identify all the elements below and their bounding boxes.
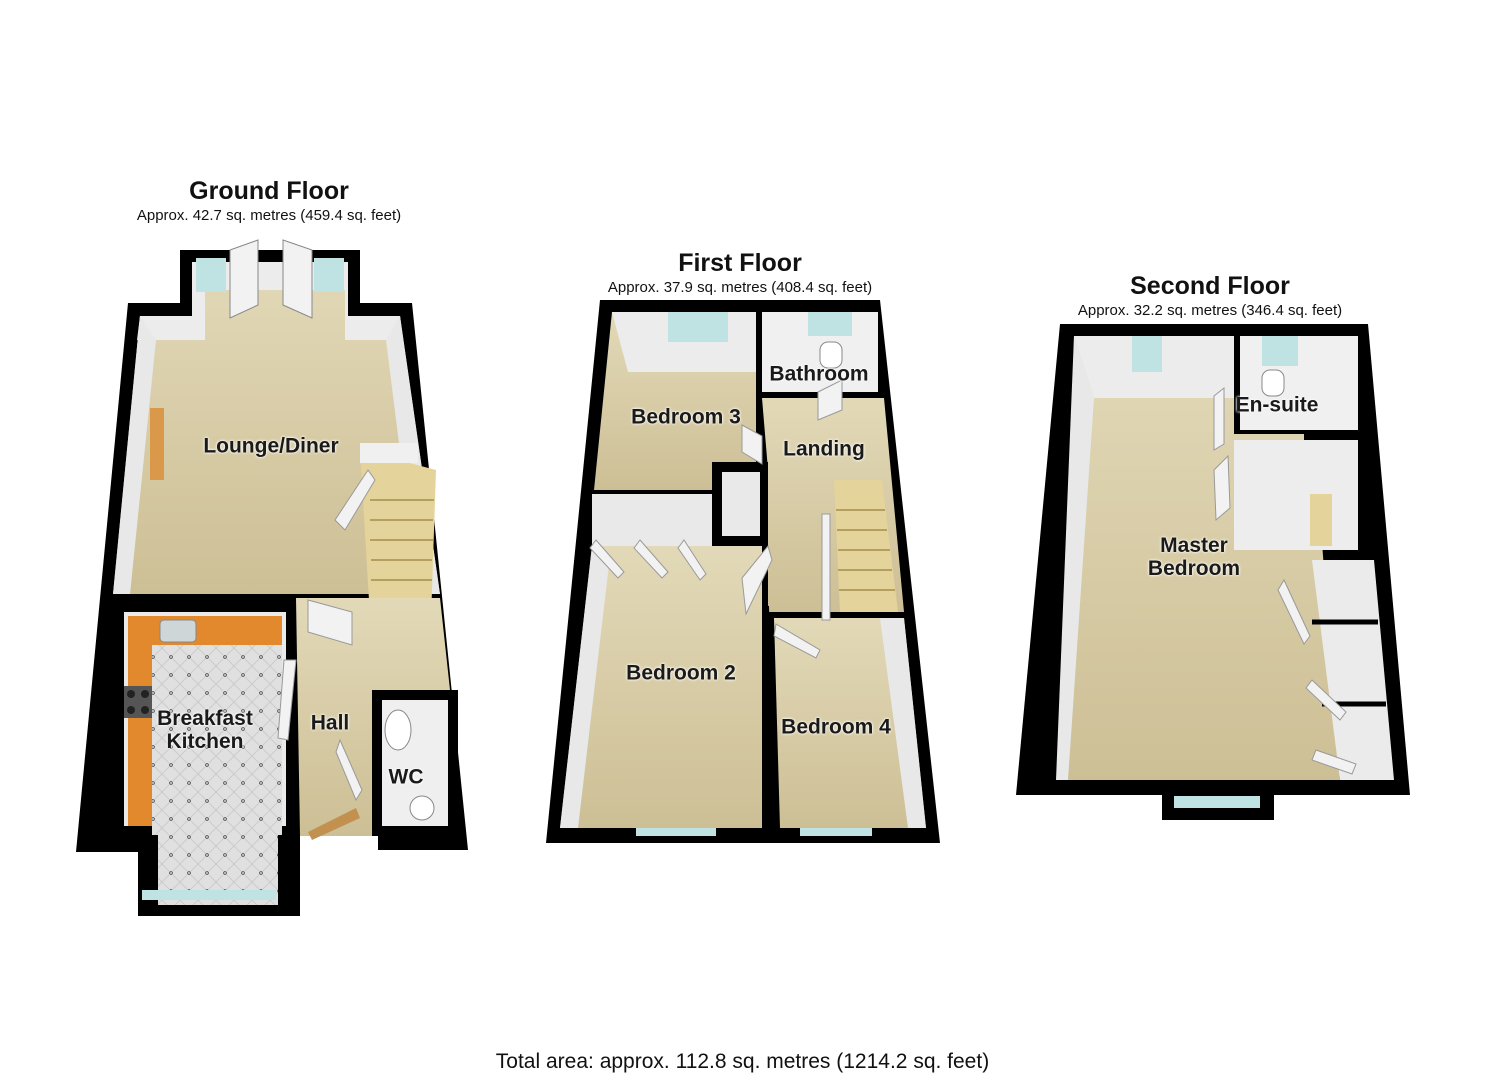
second-floor-area: Approx. 32.2 sq. metres (346.4 sq. feet) <box>1077 302 1343 319</box>
bedroom-partition <box>763 605 775 831</box>
first-floor-title: First Floor <box>678 249 802 277</box>
french-door-right <box>282 239 313 319</box>
landing-cupboard <box>722 472 760 536</box>
master-left-wall <box>1056 336 1094 780</box>
master-window-top <box>1132 336 1162 372</box>
wc-toilet <box>384 709 412 751</box>
front-door <box>308 808 360 840</box>
ensuite-room <box>1240 336 1358 430</box>
bathroom-window <box>808 312 852 336</box>
wc-label: WC <box>388 765 424 789</box>
lounge-side-unit <box>150 408 164 480</box>
bedroom4-window <box>800 828 872 836</box>
bathroom-label: Bathroom <box>769 362 869 386</box>
ground-floor-plan <box>76 239 468 916</box>
master-window-bottom <box>1174 796 1260 808</box>
kitchen-door <box>277 659 297 741</box>
ensuite-window <box>1262 336 1298 366</box>
kitchen-sink <box>159 619 197 643</box>
first-floor-doors <box>589 379 843 659</box>
bedroom3-label: Bedroom 3 <box>631 405 741 429</box>
second-stairs-top <box>1310 494 1332 546</box>
wc-basin <box>409 795 435 821</box>
master-bedroom-label: Master Bedroom <box>1147 534 1241 580</box>
first-stairs <box>834 480 898 612</box>
bedroom2-floor <box>560 546 762 828</box>
kitchen-window <box>142 890 276 900</box>
hall-cupboard-door <box>307 599 353 646</box>
total-area: Total area: approx. 112.8 sq. metres (12… <box>495 1050 990 1073</box>
second-floor-plan <box>1016 324 1410 820</box>
second-landing-cupboard <box>1234 440 1358 550</box>
landing-label: Landing <box>783 437 865 461</box>
kitchen-worktop <box>128 616 282 826</box>
lounge-floor <box>113 262 440 594</box>
lounge-door <box>334 469 376 531</box>
bedroom2-label: Bedroom 2 <box>626 661 736 685</box>
stair-wall <box>360 443 418 463</box>
bathroom-toilet <box>819 341 843 369</box>
hall-label: Hall <box>310 711 350 735</box>
first-floor-plan <box>546 300 940 843</box>
ground-window-left <box>196 258 226 292</box>
kitchen-floor <box>152 645 282 835</box>
master-wardrobes <box>1312 560 1394 780</box>
ground-floor-area: Approx. 42.7 sq. metres (459.4 sq. feet) <box>136 207 402 224</box>
wc-door <box>335 738 363 802</box>
second-floor-title: Second Floor <box>1130 272 1290 300</box>
bedroom2-wardrobes <box>592 494 712 546</box>
kitchen-label: Breakfast Kitchen <box>157 707 253 753</box>
french-door-left <box>229 239 259 319</box>
lounge-label: Lounge/Diner <box>203 434 339 458</box>
second-floor-doors <box>1213 386 1357 775</box>
bedroom3-window <box>668 312 728 342</box>
first-stairs-steps <box>836 509 895 591</box>
ground-floor-title: Ground Floor <box>189 177 349 205</box>
kitchen-hob <box>124 686 152 718</box>
first-floor-area: Approx. 37.9 sq. metres (408.4 sq. feet) <box>607 279 873 296</box>
hall-floor <box>296 598 450 836</box>
lounge-left-wall <box>113 316 156 594</box>
ensuite-toilet <box>1261 369 1285 397</box>
ensuite-label: En-suite <box>1235 393 1319 417</box>
bedroom4-right-wall <box>880 618 926 828</box>
bedroom2-left-wall <box>560 546 610 828</box>
ground-window-right <box>314 258 344 292</box>
bedroom4-label: Bedroom 4 <box>781 715 891 739</box>
bedroom2-window <box>636 828 716 836</box>
